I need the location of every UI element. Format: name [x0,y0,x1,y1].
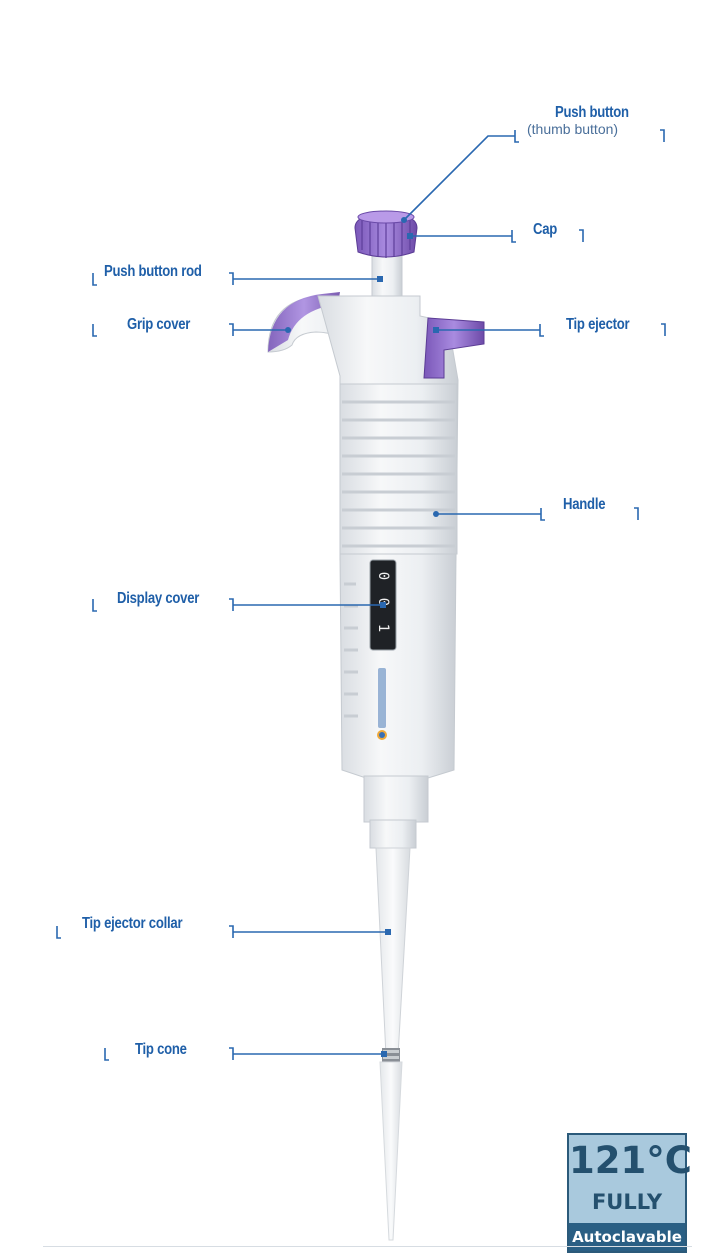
bracket-rod-left [92,273,97,286]
tip-ejector-collar [375,847,411,1057]
badge-fully: FULLY [591,1190,663,1214]
bracket-display-right [229,598,234,611]
handle [339,383,458,555]
leader-push-button [403,135,515,221]
autoclavable-badge: 121°C FULLY Autoclavable [567,1133,692,1253]
bracket-grip-left [92,324,97,337]
bracket-tip-ejector-left [539,324,544,337]
bracket-cap-right [579,229,584,242]
label-display-cover: Display cover [117,590,200,607]
bracket-push-button-right [660,129,665,142]
badge-temperature: 121°C [569,1139,692,1182]
leader-markers [285,217,439,1057]
bracket-push-button-left [514,130,519,143]
bracket-handle-right [634,507,639,520]
brand-logo [377,668,387,740]
bracket-handle-left [540,508,545,521]
bracket-tip-cone-right [229,1047,234,1060]
bracket-rod-right [229,272,234,285]
label-tip-ejector: Tip ejector [566,316,630,333]
bracket-collar-right [229,925,234,938]
lower-body [339,553,457,779]
bracket-cap-left [511,230,516,243]
neck [363,775,429,823]
label-push-button-sub: (thumb button) [527,121,619,137]
label-handle: Handle [563,496,606,513]
label-grip-cover: Grip cover [127,316,191,333]
bracket-tip-ejector-right [661,323,666,336]
display-digit-3: 1 [375,624,391,632]
label-push-button: Push button [555,104,629,121]
label-tip-cone: Tip cone [135,1041,187,1058]
tip-ejector-collar-ring [369,819,417,849]
bracket-grip-right [229,323,234,336]
bracket-tip-cone-left [104,1048,109,1061]
leader-lines [56,129,666,1061]
cap [354,210,418,258]
pipette-illustration: 0 0 1 [267,210,485,1241]
bracket-collar-left [56,926,61,939]
bottom-divider [43,1246,692,1247]
label-tip-ejector-collar: Tip ejector collar [82,915,183,932]
pipette-tip [379,1061,403,1241]
bracket-display-left [92,599,97,612]
label-cap: Cap [533,221,558,238]
label-push-button-rod: Push button rod [104,263,202,280]
display-digit-1: 0 [375,572,391,580]
